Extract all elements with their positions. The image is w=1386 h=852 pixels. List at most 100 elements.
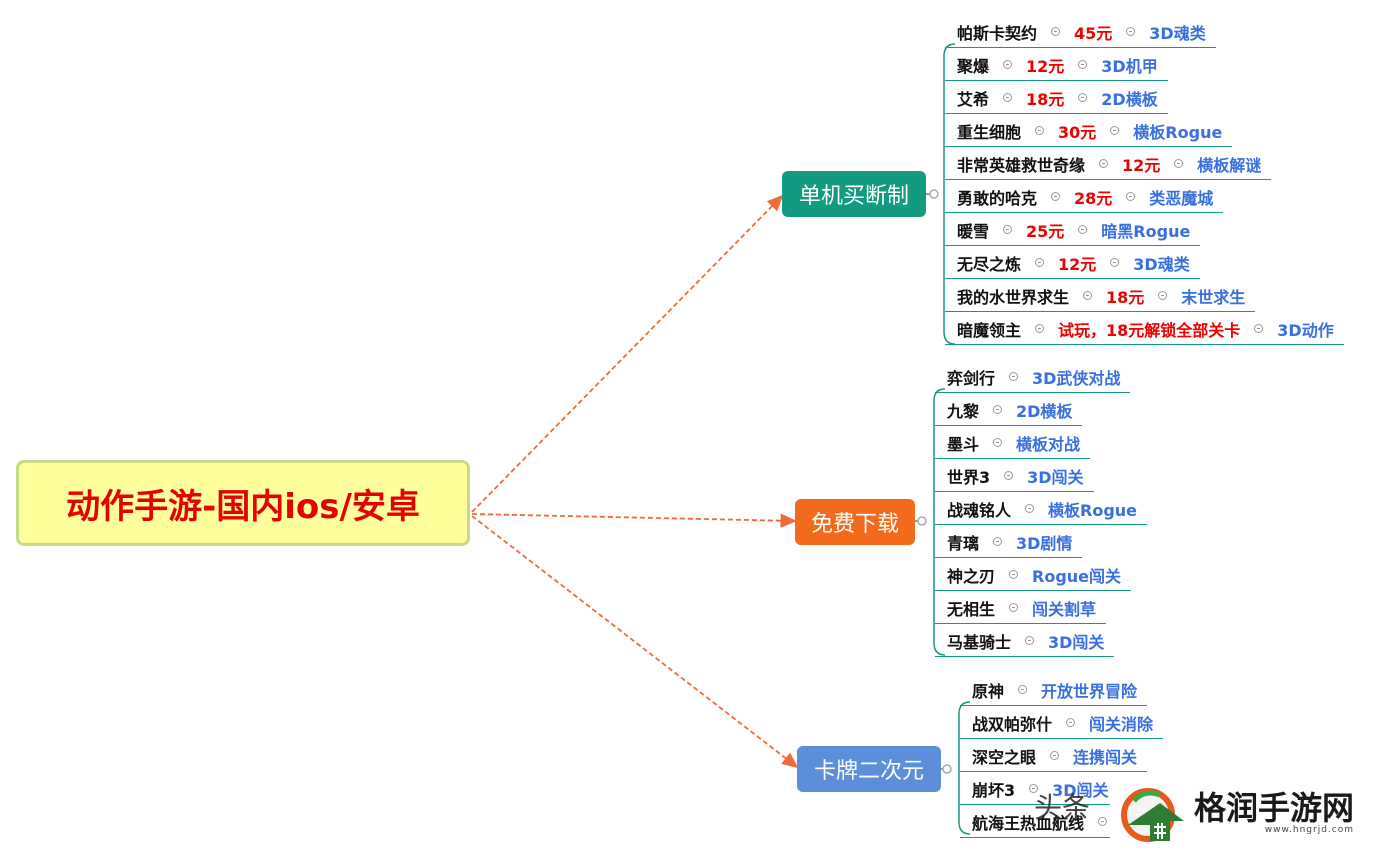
collapse-icon[interactable] xyxy=(1126,192,1136,201)
game-price: 12元 xyxy=(1026,56,1065,76)
game-name: 原神 xyxy=(972,681,1005,701)
collapse-icon[interactable] xyxy=(1004,471,1014,480)
collapse-icon[interactable] xyxy=(1003,225,1013,234)
buyout-item[interactable]: 无尽之炼 12元 3D魂类 xyxy=(945,247,1200,279)
game-name: 重生细胞 xyxy=(957,122,1022,142)
toutiao-watermark: 头条 xyxy=(1034,791,1091,824)
collapse-icon[interactable] xyxy=(1025,504,1035,513)
collapse-icon[interactable] xyxy=(993,537,1003,546)
collapse-icon[interactable] xyxy=(1009,570,1019,579)
collapse-icon[interactable] xyxy=(1078,225,1088,234)
collapse-icon[interactable] xyxy=(1035,126,1045,135)
card-item[interactable]: 深空之眼连携闯关 xyxy=(960,740,1148,772)
free-item[interactable]: 无相生闯关割草 xyxy=(935,592,1107,624)
collapse-icon[interactable] xyxy=(1003,93,1013,102)
collapse-icon[interactable] xyxy=(1110,258,1120,267)
collapse-icon[interactable] xyxy=(1158,291,1168,300)
game-name: 无相生 xyxy=(947,599,996,619)
collapse-icon[interactable] xyxy=(1174,159,1184,168)
game-price: 12元 xyxy=(1058,254,1097,274)
brand-logo-icon xyxy=(1120,781,1190,845)
bracket-buyout xyxy=(926,43,956,345)
collapse-icon[interactable] xyxy=(1051,27,1061,36)
collapse-icon[interactable] xyxy=(1009,372,1019,381)
game-price: 18元 xyxy=(1106,287,1145,307)
game-tag: 3D魂类 xyxy=(1133,254,1190,274)
game-name: 航海王热血航线 xyxy=(972,813,1085,833)
collapse-icon[interactable] xyxy=(1078,60,1088,69)
collapse-icon[interactable] xyxy=(1078,93,1088,102)
collapse-icon[interactable] xyxy=(1035,324,1045,333)
game-name: 帕斯卡契约 xyxy=(957,23,1038,43)
game-name: 暖雪 xyxy=(957,221,990,241)
free-item[interactable]: 战魂铭人横板Rogue xyxy=(935,493,1148,525)
collapse-icon[interactable] xyxy=(1110,126,1120,135)
collapse-icon[interactable] xyxy=(1066,718,1076,727)
game-tag: 3D闯关 xyxy=(1052,780,1109,800)
game-tag: 闯关消除 xyxy=(1089,714,1154,734)
game-name: 战双帕弥什 xyxy=(972,714,1053,734)
collapse-icon[interactable] xyxy=(1126,27,1136,36)
game-price: 18元 xyxy=(1026,89,1065,109)
brand-watermark: 格润手游网 www.hngrjd.com xyxy=(1110,774,1386,852)
card-item[interactable]: 崩坏3 3D闯关 xyxy=(960,773,1119,805)
buyout-item[interactable]: 重生细胞 30元 横板Rogue xyxy=(945,115,1233,147)
game-name: 九黎 xyxy=(947,401,980,421)
game-tag: 3D闯关 xyxy=(1048,632,1105,652)
connector-buyout xyxy=(471,194,784,513)
branch-free-download[interactable]: 免费下载 xyxy=(795,499,915,545)
game-tag: 横板Rogue xyxy=(1133,122,1223,142)
card-item[interactable]: 原神开放世界冒险 xyxy=(960,674,1148,706)
collapse-icon[interactable] xyxy=(1035,258,1045,267)
collapse-icon[interactable] xyxy=(1254,324,1264,333)
branch-card-anime[interactable]: 卡牌二次元 xyxy=(797,746,941,792)
card-item[interactable]: 战双帕弥什 闯关消除 xyxy=(960,707,1164,739)
collapse-icon[interactable] xyxy=(1029,784,1039,793)
collapse-icon[interactable] xyxy=(1018,685,1028,694)
collapse-icon[interactable] xyxy=(1050,751,1060,760)
connector-card xyxy=(471,515,799,769)
game-tag: 3D动作 xyxy=(1277,320,1334,340)
card-item[interactable]: 航海王热血航线 xyxy=(960,806,1132,838)
game-tag: 3D武侠对战 xyxy=(1032,368,1121,388)
game-name: 战魂铭人 xyxy=(947,500,1012,520)
collapse-icon[interactable] xyxy=(1003,60,1013,69)
collapse-icon[interactable] xyxy=(1025,636,1035,645)
game-tag: Rogue闯关 xyxy=(1032,566,1122,586)
collapse-icon[interactable] xyxy=(993,438,1003,447)
game-name: 世界3 xyxy=(947,467,991,487)
bracket-card xyxy=(941,701,971,835)
game-name: 崩坏3 xyxy=(972,780,1016,800)
free-item[interactable]: 墨斗横板对战 xyxy=(935,427,1091,459)
game-tag: 横板解谜 xyxy=(1197,155,1262,175)
game-name: 神之刃 xyxy=(947,566,996,586)
collapse-icon[interactable] xyxy=(1098,817,1108,826)
game-name: 勇敢的哈克 xyxy=(957,188,1038,208)
game-price: 30元 xyxy=(1058,122,1097,142)
root-topic[interactable]: 动作手游-国内ios/安卓 xyxy=(16,460,470,546)
collapse-icon[interactable] xyxy=(1009,603,1019,612)
game-tag: 末世求生 xyxy=(1181,287,1246,307)
collapse-icon[interactable] xyxy=(1099,159,1109,168)
collapse-icon[interactable] xyxy=(993,405,1003,414)
collapse-icon[interactable] xyxy=(1083,291,1093,300)
game-name: 无尽之炼 xyxy=(957,254,1022,274)
game-name: 墨斗 xyxy=(947,434,980,454)
free-item[interactable]: 神之刃 Rogue闯关 xyxy=(935,559,1132,591)
collapse-icon[interactable] xyxy=(1051,192,1061,201)
branch-buyout[interactable]: 单机买断制 xyxy=(782,171,926,217)
game-name: 深空之眼 xyxy=(972,747,1037,767)
